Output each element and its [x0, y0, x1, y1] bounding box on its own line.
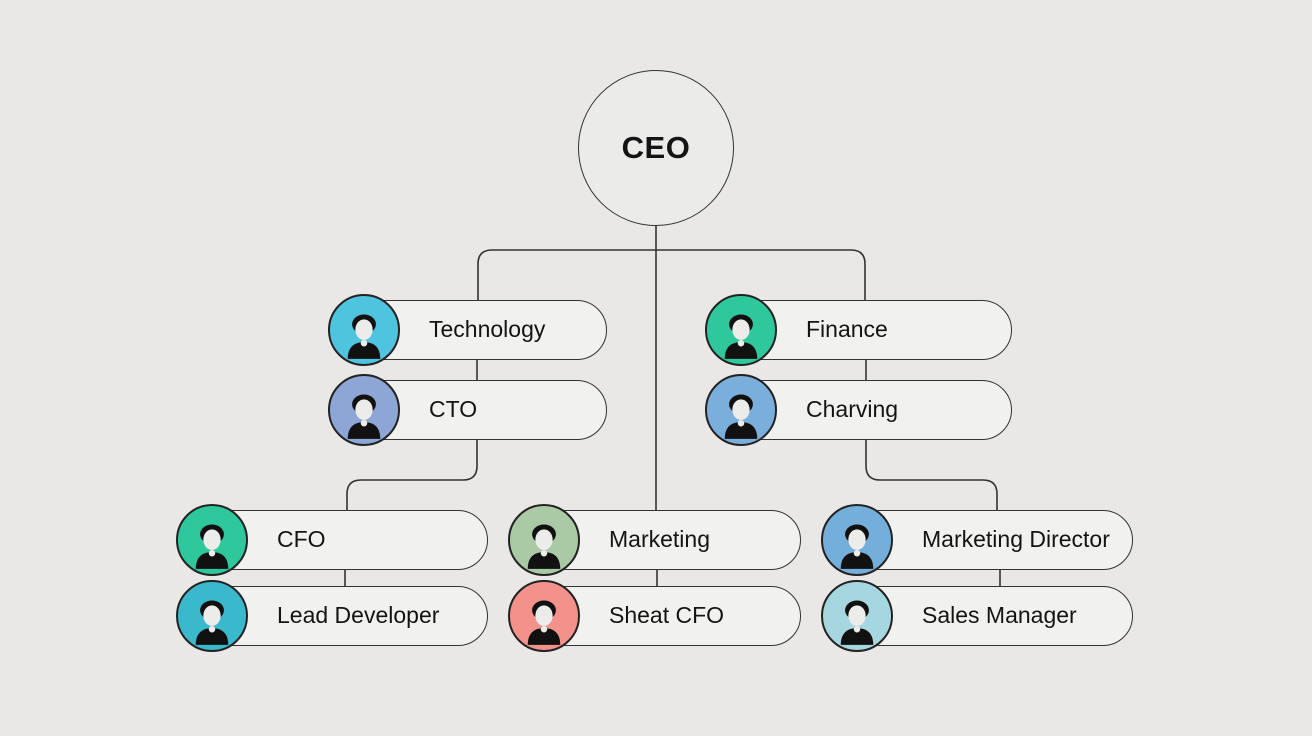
node-label: Charving: [806, 396, 899, 422]
node-label: Marketing Director: [922, 526, 1110, 552]
person-icon: [840, 600, 874, 645]
person-avatar: [705, 294, 777, 366]
node-label: CTO: [429, 396, 478, 422]
node-label: Marketing: [609, 526, 710, 552]
person-icon: [347, 394, 381, 439]
person-avatar: [821, 504, 893, 576]
person-icon: [527, 600, 561, 645]
node-cfo: CFO: [176, 504, 488, 576]
person-avatar: [508, 580, 580, 652]
node-ceo: CEO: [578, 70, 734, 226]
node-label: Lead Developer: [277, 602, 440, 628]
person-icon: [724, 394, 758, 439]
node-finance: Finance: [705, 294, 1012, 366]
person-avatar: [508, 504, 580, 576]
person-icon: [840, 524, 874, 569]
node-charving: Charving: [705, 374, 1012, 446]
node-sales-manager: Sales Manager: [821, 580, 1133, 652]
node-marketing: Marketing: [508, 504, 801, 576]
person-icon: [195, 600, 229, 645]
person-avatar: [705, 374, 777, 446]
node-sheat-cfo: Sheat CFO: [508, 580, 801, 652]
node-ceo-label: CEO: [621, 130, 691, 165]
node-lead-developer: Lead Developer: [176, 580, 488, 652]
person-avatar: [176, 580, 248, 652]
node-cto: CTO: [328, 374, 607, 446]
node-label: CFO: [277, 526, 326, 552]
person-icon: [195, 524, 229, 569]
person-avatar: [176, 504, 248, 576]
person-icon: [347, 314, 381, 359]
node-label: Finance: [806, 316, 888, 342]
person-avatar: [328, 374, 400, 446]
node-marketing-director: Marketing Director: [821, 504, 1133, 576]
person-icon: [527, 524, 561, 569]
person-avatar: [821, 580, 893, 652]
node-label: Technology: [429, 316, 546, 342]
node-label: Sales Manager: [922, 602, 1077, 628]
node-technology: Technology: [328, 294, 607, 366]
node-label: Sheat CFO: [609, 602, 725, 628]
person-icon: [724, 314, 758, 359]
person-avatar: [328, 294, 400, 366]
